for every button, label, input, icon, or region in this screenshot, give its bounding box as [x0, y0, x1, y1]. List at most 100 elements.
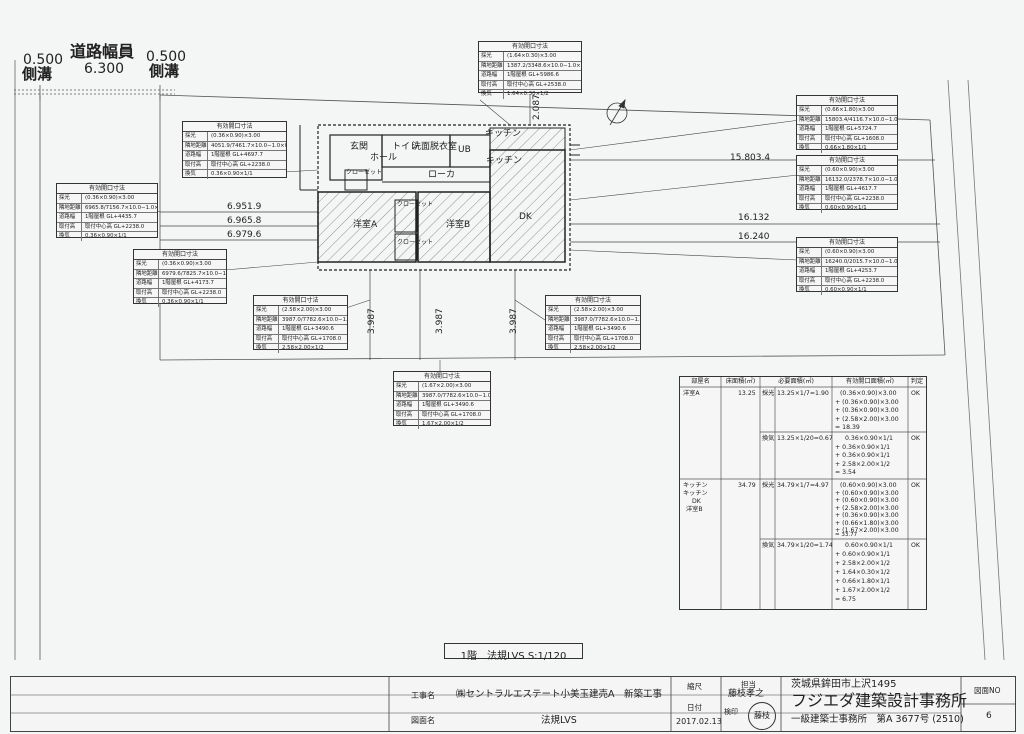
opening-key: 道路幅: [254, 325, 279, 334]
project-name-label: 工事名: [411, 691, 435, 700]
room-label: クローゼット: [397, 201, 434, 208]
room-label: 洗面脱衣室: [412, 142, 458, 152]
opening-box-title: 有効開口寸法: [797, 96, 897, 106]
table-header: 必要面積(㎡): [778, 378, 814, 385]
light-value: + (0.60×0.90)×3.00: [835, 497, 899, 504]
drawing-name-label: 図面名: [411, 716, 435, 725]
opening-value: 4051.9/7461.7×10.0−1.0×0.76−0.00: [211, 142, 286, 149]
opening-key: 採光: [254, 306, 279, 315]
opening-value: 1階屋根 GL+3490.6: [422, 402, 474, 408]
sheet-number: 6: [986, 711, 992, 721]
opening-box-title: 有効開口寸法: [134, 250, 226, 260]
opening-key: 換気: [394, 420, 419, 429]
seal-text: 藤枝: [754, 711, 770, 720]
opening-value: 取付中心高 GL+2238.0: [85, 223, 145, 230]
sheet-number-label: 図面NO: [974, 686, 1001, 695]
opening-key: 換気: [57, 232, 82, 241]
opening-key: 取付高: [183, 160, 208, 169]
room-label: クローゼット: [346, 169, 383, 176]
table-header: 部屋名: [691, 378, 710, 385]
opening-value: 取付中心高 GL+1708.0: [422, 411, 482, 418]
opening-key: 採光: [134, 260, 159, 269]
charge-label: 担当: [741, 680, 756, 689]
opening-value: 0.36×0.90×1/1: [85, 233, 127, 239]
light-value: + (0.36×0.90)×3.00: [835, 398, 899, 406]
opening-key: 隣地距離: [136, 269, 159, 278]
light-value: + (0.36×0.90)×3.00: [835, 512, 899, 519]
room-name: キッチン: [683, 482, 708, 489]
vent-required: 13.25×1/20=0.67: [777, 435, 833, 442]
opening-key: 道路幅: [134, 279, 159, 288]
room-label: クローゼット: [397, 239, 434, 246]
opening-key: 採光: [546, 306, 571, 315]
room-label: ローカ: [428, 170, 456, 180]
vent-value: = 6.75: [835, 596, 856, 603]
title-block-grid: [11, 677, 1015, 731]
table-grid: [680, 377, 926, 609]
dimension-label: 16.240: [738, 232, 770, 242]
room-name: キッチン: [683, 490, 708, 497]
leader-lines: [154, 99, 801, 372]
opening-value: 取付中心高 GL+1708.0: [574, 335, 634, 342]
opening-key: 道路幅: [183, 151, 208, 160]
light-label: 採光: [762, 390, 775, 397]
opening-key: 採光: [394, 382, 419, 391]
vent-value: + 2.58×2.00×1/2: [835, 460, 891, 468]
dimension-label: 16.132: [738, 213, 770, 223]
table-header: 判定: [910, 378, 924, 385]
light-value: + (0.36×0.90)×3.00: [835, 407, 899, 414]
vent-required: 34.79×1/20=1.74: [777, 542, 833, 549]
opening-value: (0.36×0.90)×3.00: [211, 133, 261, 139]
opening-key: 隣地距離: [396, 391, 419, 400]
opening-key: 道路幅: [797, 125, 822, 134]
opening-key: 取付高: [546, 334, 571, 343]
room-label: DK: [519, 212, 532, 222]
opening-value: (0.36×0.90)×3.00: [85, 195, 135, 201]
judgement: OK: [911, 542, 920, 549]
opening-value: 2.58×2.00×1/2: [282, 345, 324, 351]
dimension-label: 15.803.4: [730, 153, 771, 163]
scale-label: 縮尺: [687, 682, 702, 691]
opening-box-title: 有効開口寸法: [479, 42, 581, 52]
light-required: 34.79×1/7=4.97: [777, 482, 829, 489]
opening-value: 16132.0/2378.7×10.0−1.0×0.78−0.00: [825, 176, 897, 183]
office-address: 茨城県鉾田市上沢1495: [791, 679, 897, 690]
check-label: 検印: [724, 708, 738, 716]
opening-value: 6979.6/7825.7×10.0−1.0×0.65−0.00: [162, 270, 226, 277]
room-label: 洋室B: [446, 220, 471, 230]
charge-name: 藤枝孝之: [728, 689, 765, 699]
opening-value: 1387.2/3348.6×10.0−1.0×0.55−0.88: [507, 62, 581, 69]
vent-value: = 3.54: [835, 469, 856, 476]
opening-key: 換気: [797, 286, 822, 295]
room-area: 13.25: [738, 390, 756, 397]
road-width-title: 道路幅員: [70, 42, 135, 61]
road-width-value: 6.300: [84, 61, 125, 77]
vent-value: + 0.60×0.90×1/1: [835, 551, 891, 558]
room-label: 洋室A: [353, 220, 378, 230]
light-label: 採光: [762, 482, 775, 489]
drawing-label-box: 1階 法規LVS S:1/120: [444, 643, 583, 662]
opening-value: 取付中心高 GL+2238.0: [825, 277, 885, 284]
vent-value: + 0.36×0.90×1/1: [835, 443, 891, 451]
light-value: + (2.58×2.00)×3.00: [835, 504, 899, 512]
opening-key: 換気: [479, 90, 504, 99]
opening-box-title: 有効開口寸法: [394, 372, 490, 382]
opening-value: 1階屋根 GL+4697.7: [211, 152, 263, 158]
vent-value: + 0.36×0.90×1/1: [835, 452, 891, 459]
opening-value: 1.67×2.00×1/2: [422, 421, 464, 427]
dimension-label: 6.965.8: [227, 216, 262, 226]
dimension-label-vertical: 3.987: [509, 308, 519, 334]
opening-value: 1階屋根 GL+5724.7: [825, 126, 877, 132]
table-header: 有効開口面積(㎡): [845, 378, 895, 385]
opening-box-title: 有効開口寸法: [57, 184, 157, 194]
opening-value: (0.60×0.90)×3.00: [825, 249, 875, 255]
office-license: 一級建築士事務所 第A 3677号 (2510): [791, 714, 964, 725]
opening-value: 1階屋根 GL+4173.7: [162, 280, 214, 286]
gutter-left-dimension: 0.500: [23, 52, 64, 68]
opening-box-title: 有効開口寸法: [546, 296, 640, 306]
room-name: 洋室A: [683, 390, 700, 397]
